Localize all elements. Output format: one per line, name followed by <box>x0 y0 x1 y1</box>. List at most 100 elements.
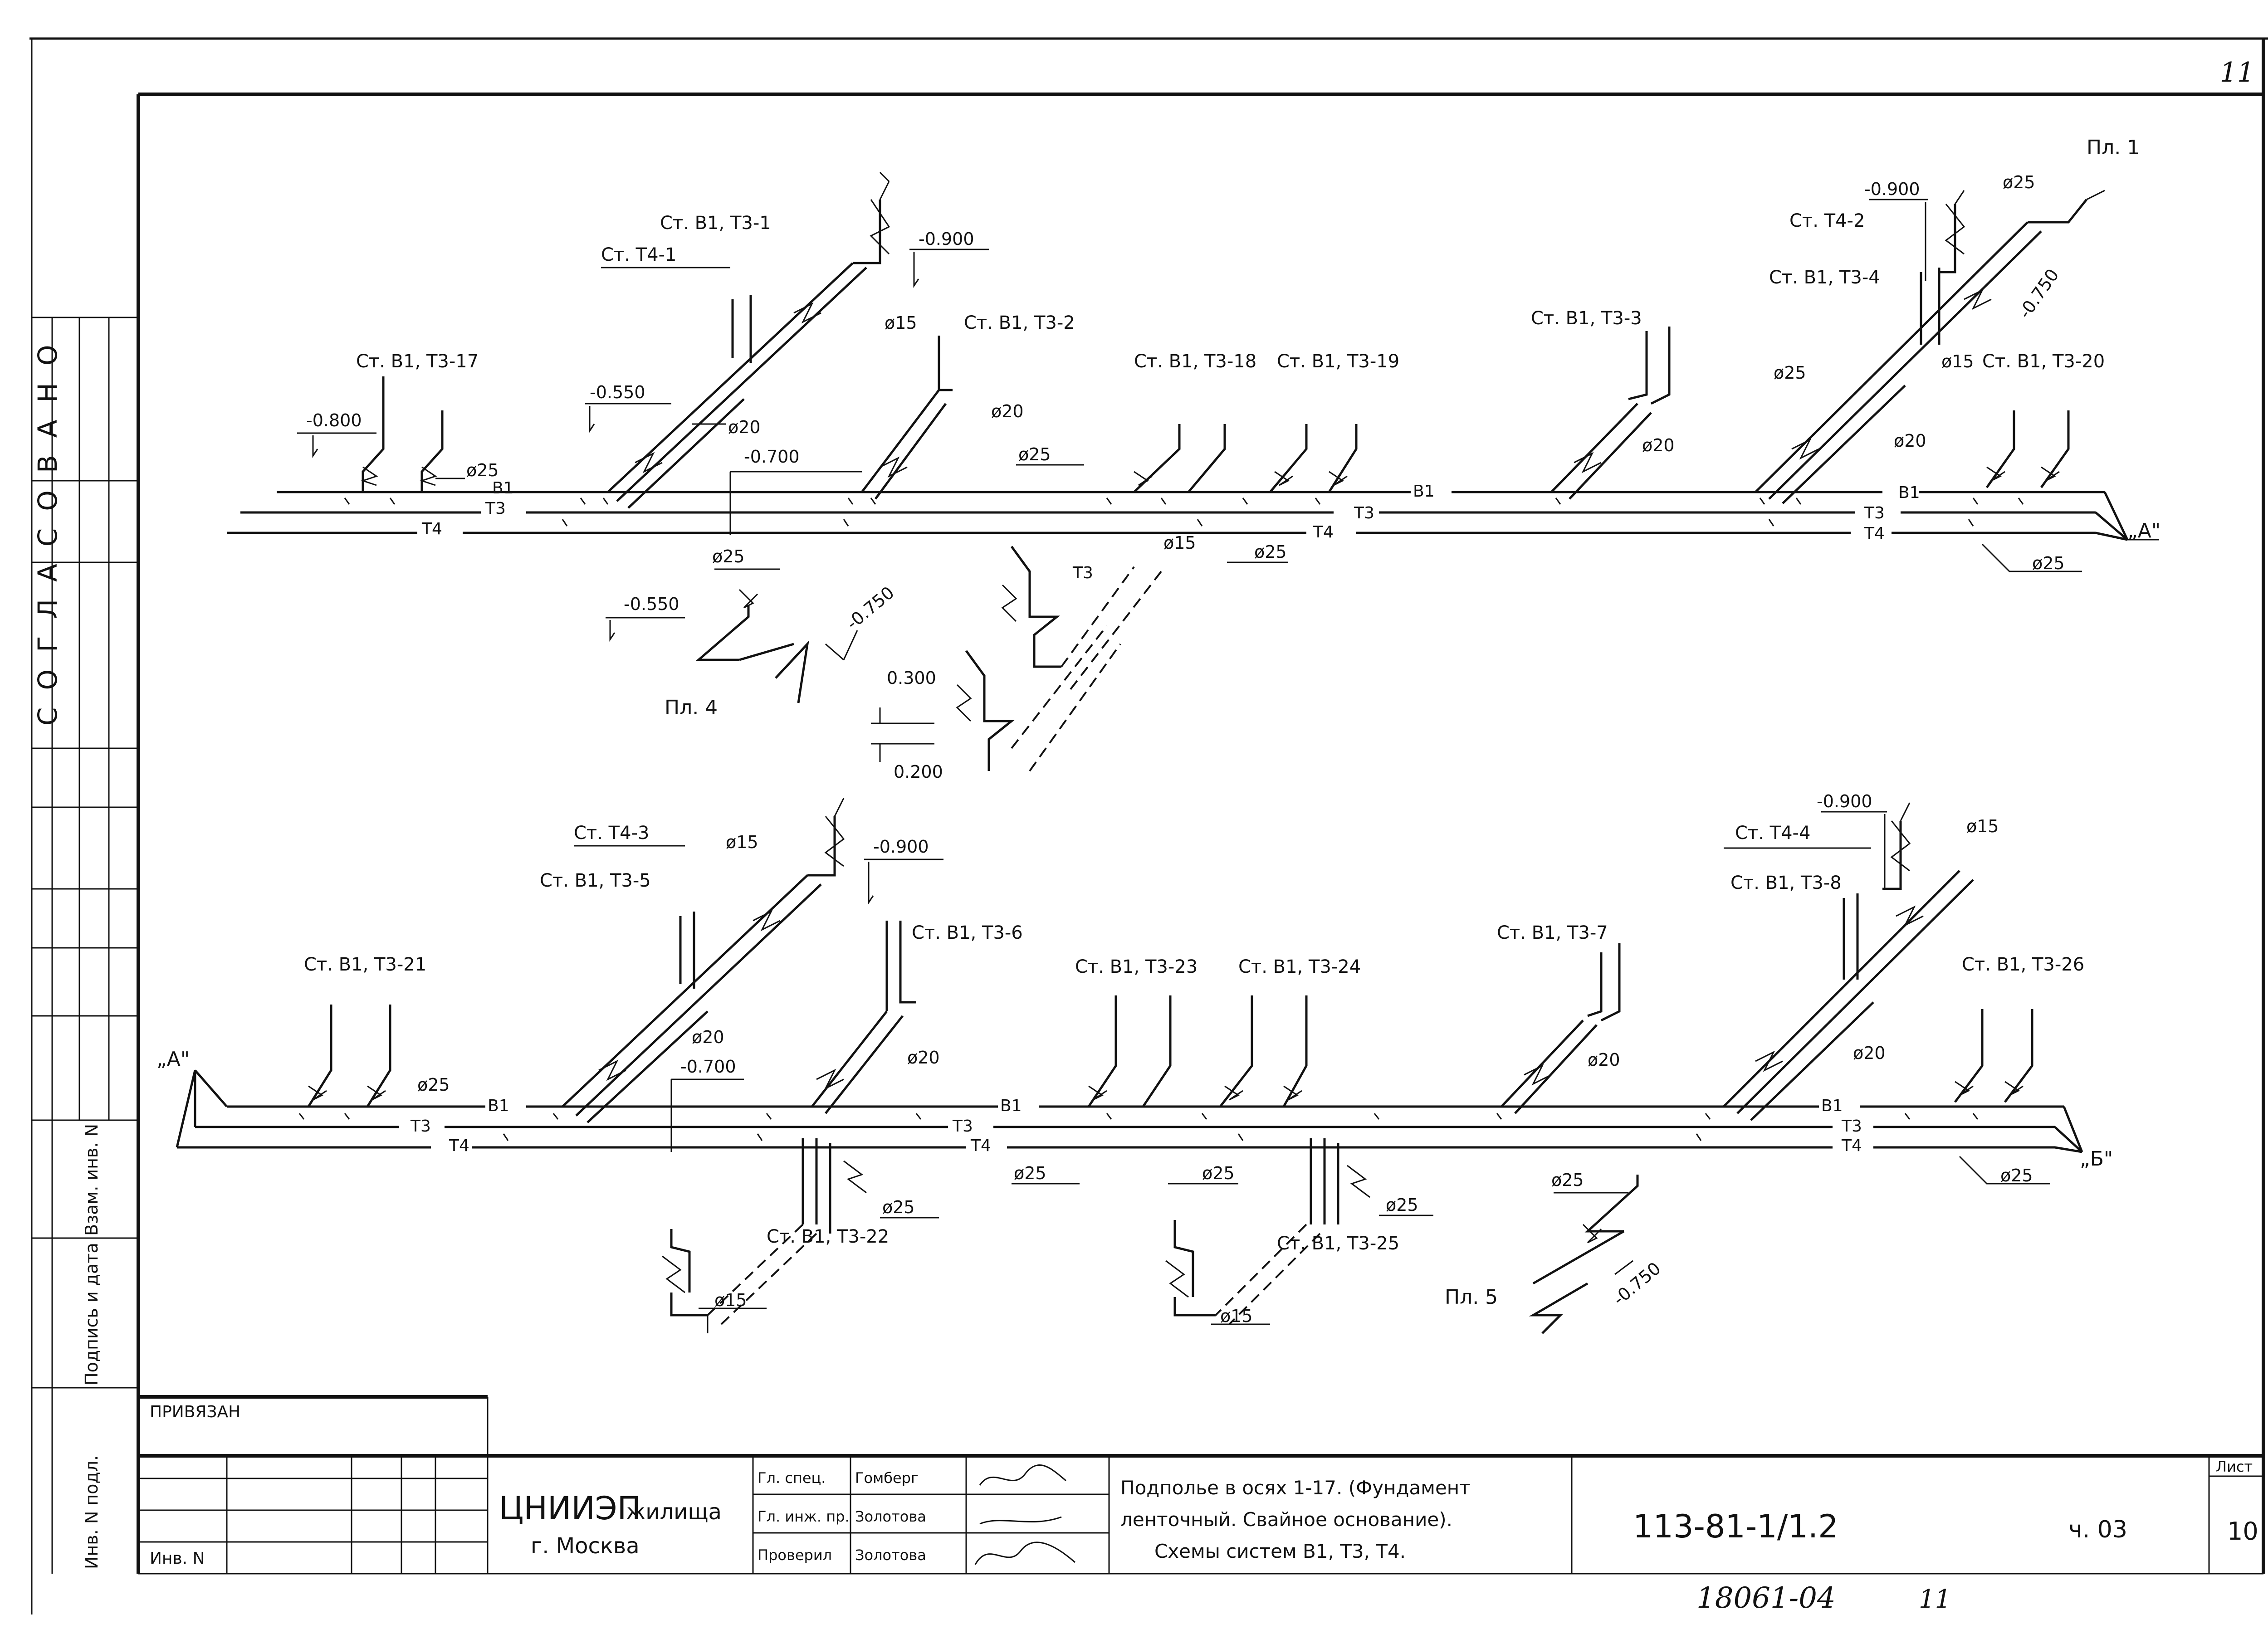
description-line-2: ленточный. Свайное основание). <box>1120 1508 1452 1531</box>
level-mark-0700-lower <box>670 1078 744 1152</box>
level-label-0800: -0.800 <box>306 410 362 430</box>
riser-22-assembly <box>662 1138 939 1333</box>
riser-2 <box>861 336 953 500</box>
riser-label-22: Ст. В1, Т3-22 <box>767 1226 889 1247</box>
riser-label-3: Ст. В1, Т3-3 <box>1531 308 1642 329</box>
diameter-label-d20d-lower: ø20 <box>1853 1043 1886 1063</box>
name-1: Гомберг <box>855 1469 919 1487</box>
pipe-label-b1-mid: В1 <box>1413 482 1435 501</box>
signature-date-label: Подпись и дата <box>82 1243 102 1385</box>
plan-4-detail <box>606 568 858 703</box>
level-label-0700-upper: -0.700 <box>744 447 800 467</box>
diameter-label-d15b: ø15 <box>1163 533 1196 553</box>
diameter-label-d20c-lower: ø20 <box>1588 1050 1620 1070</box>
drawing-frame <box>29 37 2268 1614</box>
riser-label-t4-4: Ст. Т4-4 <box>1735 823 1810 844</box>
lower-main-pipes <box>176 1069 2083 1153</box>
org-name: ЦНИИЭП <box>499 1490 641 1527</box>
footer-handwritten-code: 18061-04 <box>1696 1581 1836 1615</box>
diameter-label-d25d: ø25 <box>1254 542 1287 562</box>
pipe-label-t3-lower-left: Т3 <box>410 1117 431 1136</box>
level-label-0900a-lower: -0.900 <box>873 837 929 857</box>
pipe-label-t4-lower-mid: Т4 <box>970 1136 991 1155</box>
pipe-label-b1-lower-right: В1 <box>1821 1097 1843 1115</box>
diameter-label-d20b: ø20 <box>991 401 1024 421</box>
plan-label-pl5: Пл. 5 <box>1445 1286 1498 1309</box>
agreed-stamp-label: СОГЛАСОВАНО <box>32 327 63 726</box>
riser-17 <box>361 376 465 492</box>
diameter-label-d20c: ø20 <box>1642 435 1675 455</box>
level-mark-0800 <box>297 432 376 458</box>
riser-label-18: Ст. В1, Т3-18 <box>1134 351 1256 372</box>
riser-label-t4-2: Ст. Т4-2 <box>1789 210 1865 231</box>
description-line-1: Подполье в осях 1-17. (Фундамент <box>1120 1477 1471 1499</box>
level-label-0900a: -0.900 <box>919 229 974 249</box>
level-mark-0700-upper <box>729 471 862 535</box>
diameter-label-d25c-lower: ø25 <box>1014 1163 1046 1183</box>
sheet-label: Лист <box>2216 1458 2253 1475</box>
top-sheet-number: 11 <box>2220 57 2254 88</box>
side-stamp <box>32 317 138 1574</box>
diameter-label-d20d: ø20 <box>1894 431 1926 451</box>
riser-26 <box>1954 1009 2050 1185</box>
inv-original-label: Инв. N подл. <box>82 1455 102 1569</box>
riser-label-2: Ст. В1, Т3-2 <box>964 312 1075 333</box>
riser-label-24: Ст. В1, Т3-24 <box>1238 956 1361 977</box>
plan-5-detail <box>1529 1175 1639 1334</box>
diameter-label-d25b: ø25 <box>1018 444 1051 464</box>
diameter-label-d20b-lower: ø20 <box>907 1048 940 1068</box>
riser-label-4: Ст. В1, Т3-4 <box>1769 267 1880 288</box>
pipe-label-t3-detail: Т3 <box>1072 564 1093 582</box>
diameter-label-d25e-lower: ø25 <box>1386 1195 1418 1215</box>
diameter-label-d25c: ø25 <box>712 546 745 566</box>
riser-21 <box>307 1005 391 1107</box>
riser-label-1: Ст. В1, Т3-1 <box>660 213 771 234</box>
riser-label-t4-3: Ст. Т4-3 <box>574 823 649 844</box>
description-line-3: Схемы систем В1, Т3, Т4. <box>1154 1540 1406 1562</box>
riser-8-bundle <box>1723 802 1974 1121</box>
privyazan-label: ПРИВЯЗАН <box>150 1403 240 1421</box>
pipe-label-t4-right: Т4 <box>1864 524 1885 543</box>
level-label-0700-lower: -0.700 <box>680 1057 736 1077</box>
diameter-label-d15c-lower: ø15 <box>1220 1306 1253 1326</box>
diameter-label-d25g-lower: ø25 <box>2000 1166 2033 1185</box>
org-city: г. Москва <box>531 1533 640 1559</box>
level-label-0750-lower: -0.750 <box>1609 1258 1665 1309</box>
diameter-label-d25f-lower: ø25 <box>1551 1170 1584 1190</box>
riser-label-21: Ст. В1, Т3-21 <box>304 954 426 975</box>
footer-page-number: 11 <box>1919 1585 1951 1614</box>
riser-3 <box>1550 327 1671 500</box>
inv-no-label: Инв. N <box>150 1549 205 1568</box>
plan-label-pl4: Пл. 4 <box>665 696 718 719</box>
level-label-0750a: -0.750 <box>843 582 898 633</box>
pipe-label-t3-mid: Т3 <box>1354 504 1374 522</box>
role-3: Проверил <box>758 1546 832 1564</box>
diameter-label-d25g-upper: ø25 <box>2032 553 2065 573</box>
diameter-label-d25a: ø25 <box>466 460 499 480</box>
diameter-label-d15d-lower: ø15 <box>1966 816 1999 836</box>
level-label-0750b: -0.750 <box>2014 265 2063 322</box>
riser-18-19 <box>1133 424 1358 493</box>
name-2: Золотова <box>855 1508 926 1525</box>
pipe-label-t4-upper: Т4 <box>421 520 442 538</box>
diameter-label-d20a: ø20 <box>728 417 761 437</box>
upper-scheme: Ст. В1, Т3-17 -0.800 ø25 В1 Т3 Т4 Ст. В1… <box>227 136 2160 782</box>
pipe-label-t4-lower-left: Т4 <box>449 1136 469 1155</box>
diameter-label-d25a-lower: ø25 <box>417 1075 450 1095</box>
riser-7 <box>1501 943 1621 1114</box>
diameter-label-d15a: ø15 <box>885 313 917 333</box>
pipe-label-t3-lower-mid: Т3 <box>952 1117 973 1136</box>
diameter-label-d15b-lower: ø15 <box>714 1290 747 1310</box>
name-3: Золотова <box>855 1546 926 1564</box>
pipe-label-t4-lower-right: Т4 <box>1841 1136 1862 1155</box>
replace-inv-label: Взам. инв. N <box>82 1124 102 1236</box>
level-label-0200: 0.200 <box>894 762 943 782</box>
riser-25-assembly <box>1165 1138 1433 1325</box>
upper-main-pipes <box>227 491 2105 534</box>
diameter-label-d15a-lower: ø15 <box>726 832 758 852</box>
mark-b-lower: „Б" <box>2080 1147 2113 1171</box>
pipe-label-t3-right: Т3 <box>1864 504 1885 522</box>
diameter-label-d25b-lower: ø25 <box>882 1197 915 1217</box>
riser-label-7: Ст. В1, Т3-7 <box>1497 922 1608 943</box>
org-sub: жилища <box>626 1499 722 1525</box>
